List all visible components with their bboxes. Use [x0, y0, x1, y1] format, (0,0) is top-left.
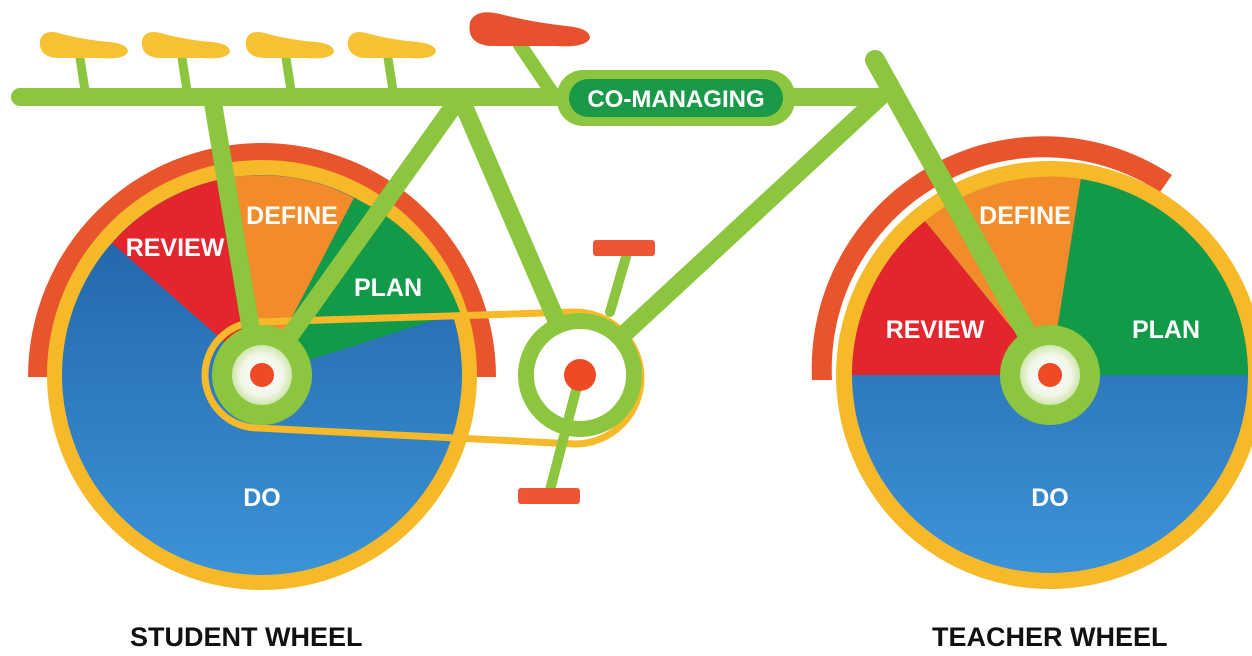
co-managing-label: CO-MANAGING [557, 70, 795, 126]
student-wheel-caption: STUDENT WHEEL [130, 622, 363, 652]
student-segment-plan [262, 198, 460, 375]
seat-4-icon [347, 32, 436, 59]
teacher-fender [811, 136, 1172, 380]
pedal-crank-stem [605, 245, 633, 317]
seat-2-icon [141, 32, 230, 59]
teacher-label-do: DO [1031, 484, 1069, 512]
pedal-bottom-icon [518, 488, 580, 504]
seat-post [513, 38, 562, 104]
chainring [518, 313, 642, 495]
down-tube-right [571, 88, 889, 384]
student-label-define: DEFINE [246, 202, 338, 230]
teacher-label-define: DEFINE [979, 202, 1071, 230]
teacher-label-review: REVIEW [886, 316, 985, 344]
teacher-segment-plan [1050, 179, 1249, 375]
teacher-label-plan: PLAN [1132, 316, 1200, 344]
student-chainstay [253, 88, 469, 384]
student-segment-review [112, 178, 262, 375]
student-hub [212, 325, 312, 425]
main-seat-icon [469, 12, 590, 47]
student-label-do: DO [243, 484, 281, 512]
teacher-segment-review [851, 221, 1050, 375]
pedal-top-icon [593, 240, 655, 256]
student-wheel: DEFINE PLAN REVIEW DO [28, 143, 496, 590]
teacher-wheel-caption: TEACHER WHEEL [932, 622, 1168, 652]
seat-posts [75, 53, 399, 102]
seat-3-icon [245, 32, 334, 59]
crank-arm [545, 370, 585, 495]
seat-1-icon [39, 32, 128, 59]
co-managing-text: CO-MANAGING [587, 86, 764, 113]
student-label-plan: PLAN [354, 274, 422, 302]
front-fork [865, 50, 1060, 385]
teacher-hub [1000, 325, 1100, 425]
seats [39, 12, 590, 59]
student-label-review: REVIEW [126, 234, 225, 262]
student-seat-tube [203, 88, 267, 381]
bicycle-frame [11, 38, 1060, 385]
